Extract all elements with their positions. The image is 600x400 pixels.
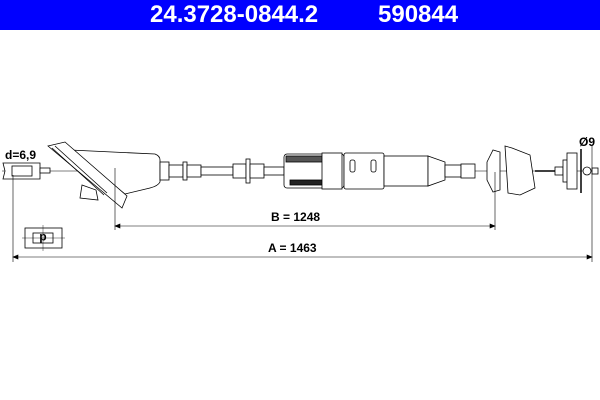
title-bar: 24.3728-0844.2 590844: [0, 0, 600, 30]
dimension-lines: [12, 145, 593, 262]
article-code: 590844: [378, 1, 459, 28]
symbol-letter: d: [39, 231, 46, 245]
right-diameter-label: Ø9: [579, 135, 595, 149]
left-diameter-label: d=6,9: [5, 148, 36, 162]
dimension-b-label: B = 1248: [271, 210, 320, 224]
left-end-fitting: [2, 162, 51, 180]
dimension-a-label: A = 1463: [268, 241, 317, 255]
cross-section-symbol: d: [22, 225, 65, 251]
right-end-fitting: [486, 145, 599, 196]
adjuster-body: [283, 152, 476, 190]
part-number: 24.3728-0844.2: [150, 1, 319, 28]
bulkhead-housing: [47, 141, 285, 209]
